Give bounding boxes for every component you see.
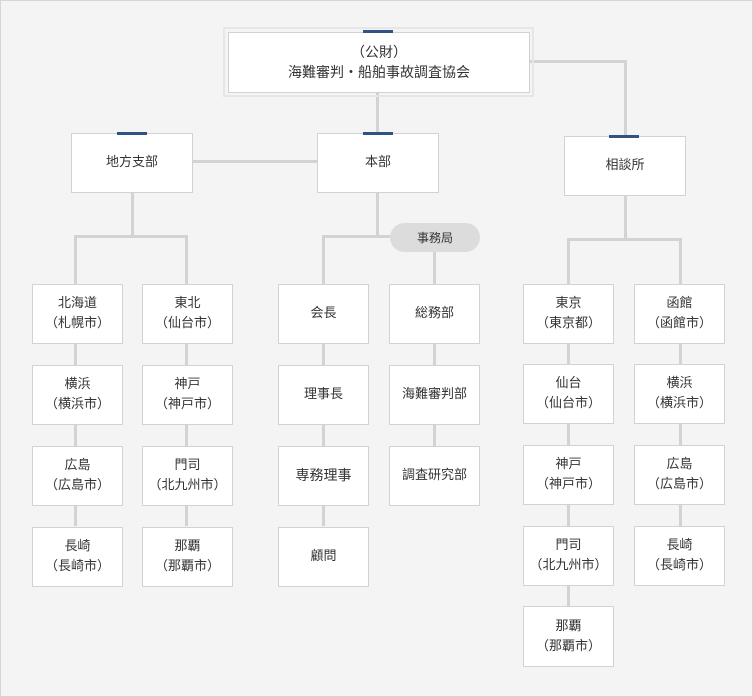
office-name: 仙台 (555, 376, 582, 391)
consult-office-tokyo: 東京 （東京都） (523, 284, 614, 344)
officer-title: 会長 (310, 306, 337, 321)
office-city: （仙台市） (535, 396, 601, 411)
office-city: （長崎市） (646, 558, 712, 573)
office-city: （東京都） (535, 316, 601, 331)
regional-office-naha: 那覇 （那覇市） (142, 527, 233, 587)
root-line1: （公財） (351, 44, 407, 61)
officer-chairman: 会長 (278, 284, 369, 344)
office-name: 神戸 (174, 377, 201, 392)
officer-executive-director: 専務理事 (278, 446, 369, 506)
dept-research: 調査研究部 (389, 446, 480, 506)
officer-title: 顧問 (310, 549, 337, 564)
office-name: 那覇 (174, 539, 201, 554)
office-name: 門司 (174, 458, 201, 473)
hq-accent (363, 132, 393, 135)
dept-title: 調査研究部 (401, 468, 467, 483)
root-box: （公財） 海難審判・船舶事故調査協会 (228, 32, 530, 93)
office-city: （広島市） (646, 477, 712, 492)
office-name: 函館 (666, 296, 693, 311)
office-city: （北九州市） (148, 478, 227, 493)
hq-box: 本部 (317, 133, 439, 193)
office-city: （仙台市） (154, 316, 220, 331)
dept-title: 海難審判部 (401, 387, 467, 402)
office-city: （那覇市） (535, 638, 601, 654)
regional-office-tohoku: 東北 （仙台市） (142, 284, 233, 344)
office-name: 北海道 (57, 296, 97, 311)
office-name: 門司 (555, 538, 582, 553)
consult-accent (609, 135, 639, 138)
dept-marine-accident-inquiry: 海難審判部 (389, 365, 480, 425)
consult-office-nagasaki: 長崎 （長崎市） (634, 526, 725, 586)
regional-branch-title: 地方支部 (105, 155, 158, 170)
office-name: 広島 (666, 457, 693, 472)
office-name: 長崎 (666, 538, 693, 553)
office-city: （広島市） (44, 478, 110, 493)
regional-office-nagasaki: 長崎 （長崎市） (32, 527, 123, 587)
consult-title: 相談所 (605, 158, 645, 173)
officer-president: 理事長 (278, 365, 369, 425)
office-name: 横浜 (666, 376, 693, 391)
consult-office-hiroshima: 広島 （広島市） (634, 445, 725, 505)
office-name: 神戸 (555, 457, 582, 472)
regional-office-hiroshima: 広島 （広島市） (32, 446, 123, 506)
consult-office-kobe: 神戸 （神戸市） (523, 445, 614, 505)
officer-title: 専務理事 (295, 468, 352, 484)
office-city: （長崎市） (44, 559, 110, 574)
dept-title: 総務部 (414, 306, 454, 321)
root-frame (223, 27, 534, 97)
consult-office-hakodate: 函館 （函館市） (634, 284, 725, 344)
consult-box: 相談所 (564, 136, 686, 196)
office-name: 横浜 (64, 377, 91, 392)
regional-office-kobe: 神戸 （神戸市） (142, 365, 233, 425)
consult-office-sendai: 仙台 （仙台市） (523, 364, 614, 424)
regional-branch-box: 地方支部 (71, 133, 193, 193)
consult-office-naha: 那覇 （那覇市） (523, 606, 614, 667)
regional-office-hokkaido: 北海道 （札幌市） (32, 284, 123, 344)
consult-office-moji: 門司 （北九州市） (523, 526, 614, 586)
office-city: （横浜市） (646, 396, 712, 411)
office-city: （神戸市） (535, 477, 601, 492)
office-city: （北九州市） (529, 558, 608, 573)
office-name: 那覇 (555, 618, 582, 634)
office-city: （函館市） (646, 316, 712, 331)
officer-title: 理事長 (303, 387, 343, 402)
secretariat-label: 事務局 (416, 231, 453, 245)
dept-general-affairs: 総務部 (389, 284, 480, 344)
office-city: （横浜市） (44, 397, 110, 412)
regional-office-yokohama: 横浜 （横浜市） (32, 365, 123, 425)
office-city: （神戸市） (154, 397, 220, 412)
office-city: （札幌市） (44, 316, 110, 331)
hq-title: 本部 (364, 155, 391, 170)
regional-accent (117, 132, 147, 135)
root-line2: 海難審判・船舶事故調査協会 (288, 64, 470, 81)
office-name: 東北 (174, 296, 201, 311)
office-city: （那覇市） (154, 559, 220, 574)
officer-advisor: 顧問 (278, 527, 369, 587)
regional-office-moji: 門司 （北九州市） (142, 446, 233, 506)
office-name: 広島 (64, 458, 91, 473)
office-name: 長崎 (64, 539, 91, 554)
office-name: 東京 (555, 296, 582, 311)
consult-office-yokohama: 横浜 （横浜市） (634, 364, 725, 424)
secretariat-pill: 事務局 (390, 223, 480, 252)
root-accent (363, 30, 393, 33)
